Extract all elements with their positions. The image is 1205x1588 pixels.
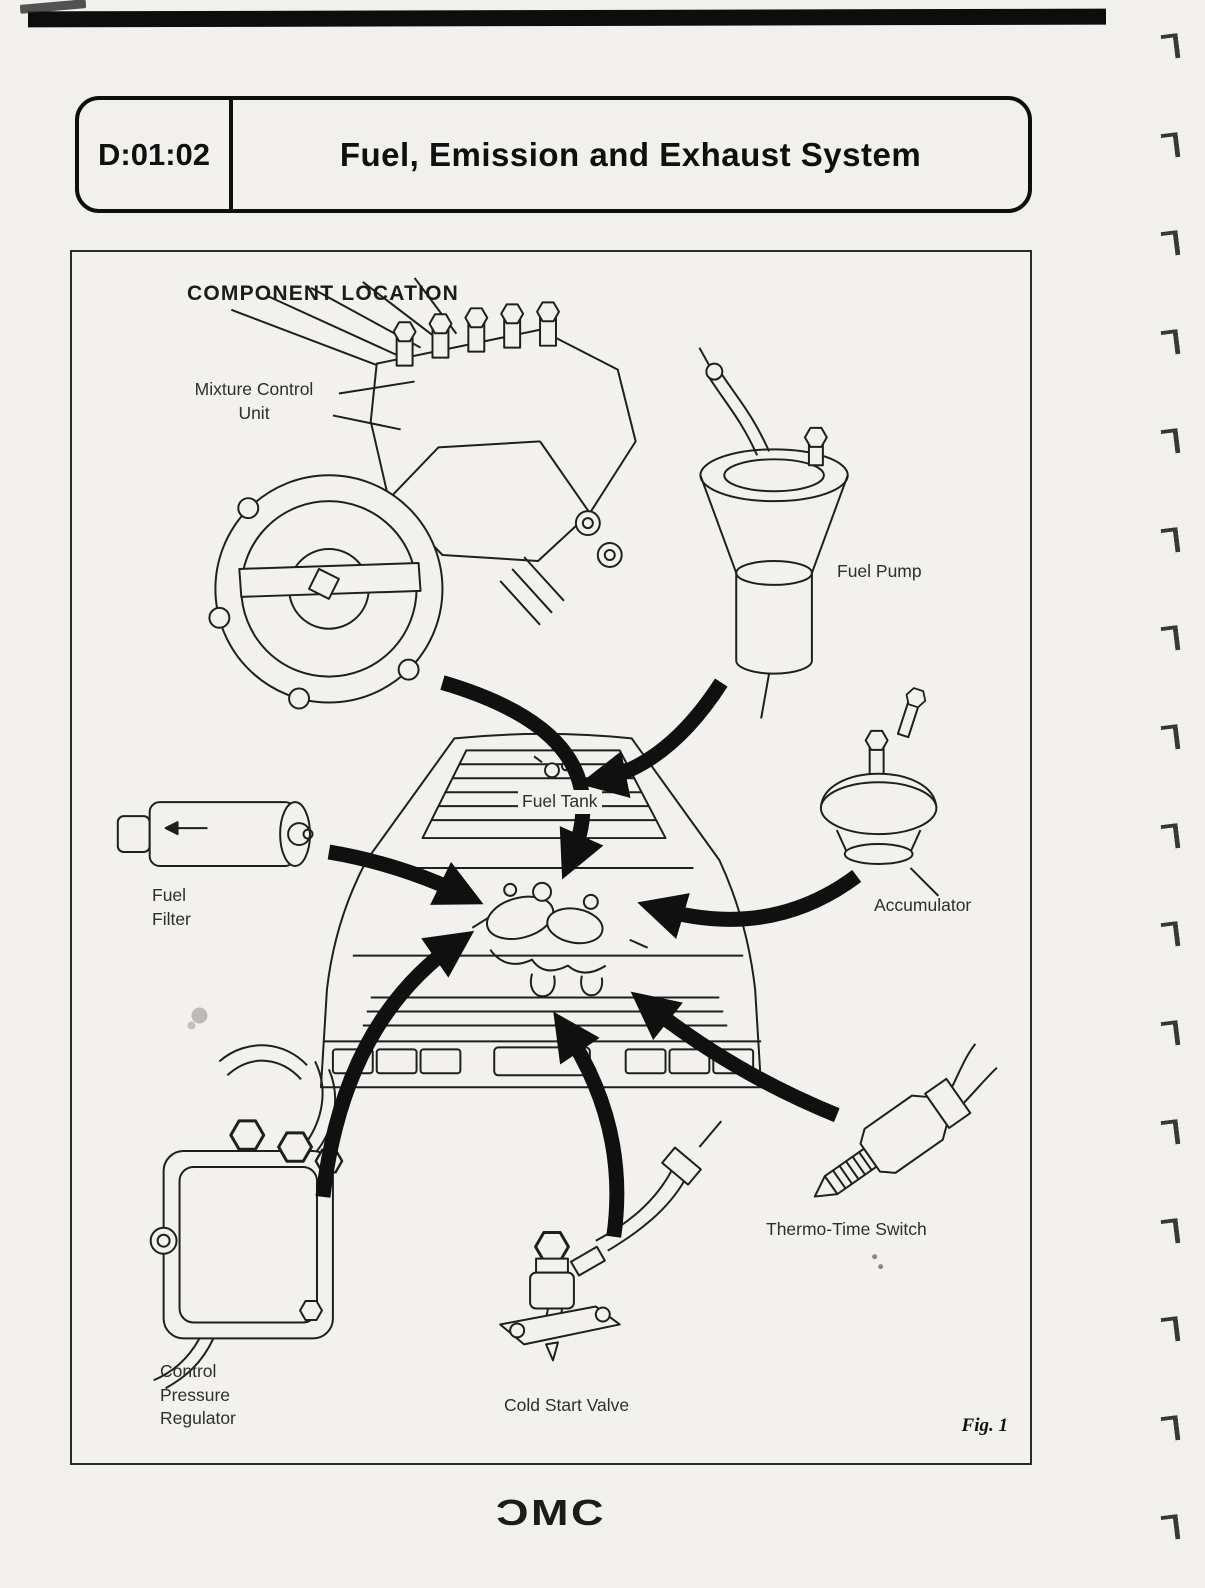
binding-mark — [1160, 1415, 1180, 1443]
binding-mark — [1160, 33, 1180, 60]
page-title: Fuel, Emission and Exhaust System — [339, 135, 922, 173]
arrow-fuel-pump-to-tank — [579, 678, 728, 799]
binding-mark — [1160, 724, 1180, 751]
binding-mark — [1160, 625, 1180, 653]
binding-mark — [1160, 1316, 1180, 1344]
binding-mark — [1160, 1217, 1180, 1245]
fuel-pump-drawing — [698, 347, 849, 719]
label-cold-start-valve: Cold Start Valve — [504, 1395, 630, 1415]
engine-drawing — [471, 881, 649, 998]
component-location-illustration — [116, 277, 998, 1390]
binding-mark — [1160, 822, 1180, 850]
section-code: D:01:02 — [98, 136, 210, 172]
arrow-mixture-unit-to-engine — [440, 675, 604, 880]
binding-mark — [1160, 1118, 1180, 1146]
binding-mark — [1160, 526, 1180, 554]
label-thermo-time-switch: Thermo-Time Switch — [766, 1219, 927, 1239]
binding-strip — [1147, 33, 1193, 1541]
arrow-thermo-switch-to-engine — [630, 991, 840, 1123]
binding-mark — [1160, 921, 1180, 949]
scan-top-bar — [27, 8, 1107, 28]
binding-mark — [1160, 329, 1180, 357]
arrow-cold-start-to-engine — [553, 1011, 625, 1238]
binding-mark — [1160, 131, 1180, 159]
label-control-pressure-regulator: Control Pressure Regulator — [160, 1361, 236, 1429]
accumulator-drawing — [819, 685, 940, 897]
binding-mark — [1160, 230, 1180, 258]
thermo-time-switch-drawing — [813, 1043, 998, 1198]
dmc-logo: ƆMC — [496, 1492, 606, 1533]
flow-arrows — [315, 675, 862, 1238]
arrow-accumulator-to-car — [637, 869, 862, 939]
binding-mark — [1160, 427, 1180, 455]
label-fuel-tank: Fuel Tank — [518, 790, 602, 814]
arrow-regulator-to-engine — [315, 930, 475, 1198]
figure-heading: COMPONENT LOCATION — [187, 282, 460, 305]
figure-caption: Fig. 1 — [961, 1415, 1008, 1436]
binding-mark — [1160, 1020, 1180, 1048]
label-accumulator: Accumulator — [874, 895, 972, 915]
label-fuel-pump: Fuel Pump — [837, 561, 922, 581]
binding-mark — [1160, 1513, 1180, 1541]
fuel-filter-drawing — [116, 801, 314, 867]
header-divider — [229, 100, 233, 209]
label-mixture-control-unit: Mixture Control Unit — [194, 379, 314, 423]
header-box: D:01:02 Fuel, Emission and Exhaust Syste… — [75, 96, 1032, 213]
control-pressure-regulator-drawing — [149, 1044, 344, 1390]
cold-start-valve-drawing — [499, 1120, 723, 1362]
scan-artifacts — [187, 1007, 884, 1270]
mixture-control-unit-drawing — [208, 277, 637, 710]
figure-frame: COMPONENT LOCATION — [70, 250, 1032, 1465]
label-fuel-filter: Fuel Filter — [152, 885, 191, 929]
arrow-fuel-filter-to-car — [327, 844, 484, 905]
